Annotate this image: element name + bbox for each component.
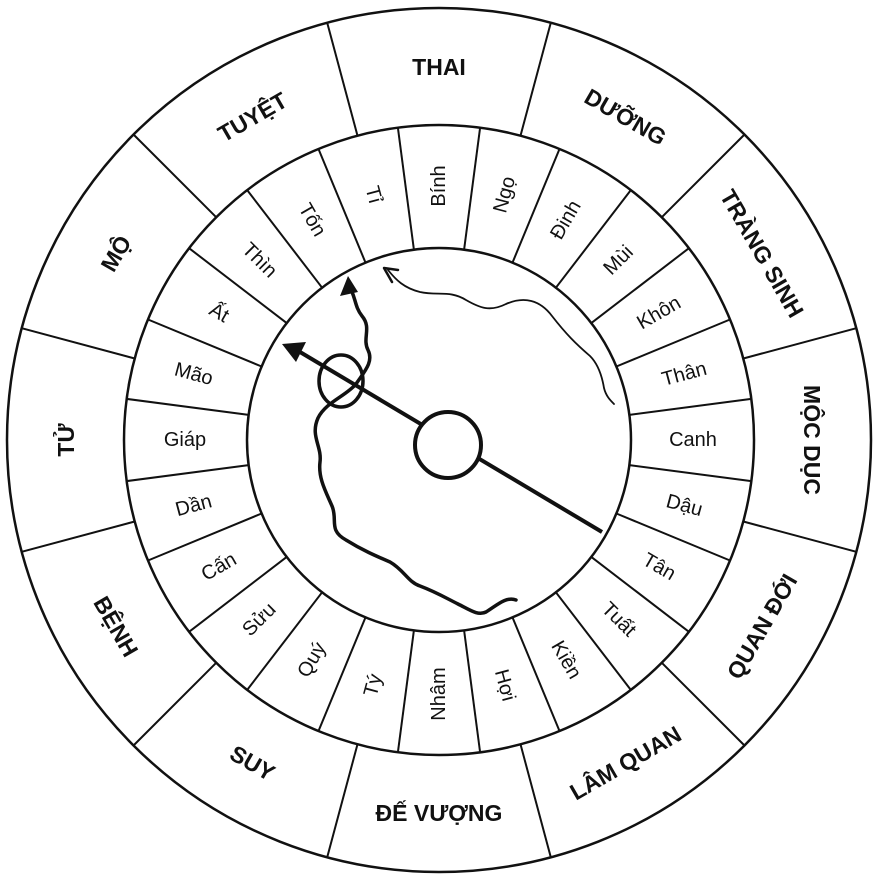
river-arrow-icon xyxy=(340,276,358,296)
center-drawing xyxy=(282,266,615,616)
inner-label-18: Giáp xyxy=(164,429,206,451)
inner-label-13: Tý xyxy=(360,672,387,699)
outer-ring-dividers xyxy=(21,22,857,858)
inner-label-9: Tuất xyxy=(597,598,641,642)
outer-divider-3 xyxy=(743,327,857,360)
inner-divider-11 xyxy=(511,617,561,732)
inner-divider-21 xyxy=(188,247,288,324)
outer-divider-1 xyxy=(519,22,552,136)
inner-divider-20 xyxy=(147,318,262,368)
outer-ring-boundary xyxy=(5,6,873,874)
inner-label-23: Tỉ xyxy=(361,184,387,206)
inner-label-21: Thìn xyxy=(237,238,281,282)
outer-label-0: THAI xyxy=(412,54,466,80)
inner-divider-23 xyxy=(317,148,367,263)
inner-label-8: Tân xyxy=(639,549,680,585)
inner-divider-9 xyxy=(590,556,690,633)
inner-divider-1 xyxy=(463,127,482,250)
outer-divider-5 xyxy=(660,661,746,747)
outer-label-2: TRÀNG SINH xyxy=(715,185,810,322)
inner-divider-5 xyxy=(616,318,731,368)
inner-divider-22 xyxy=(246,189,323,289)
inner-label-3: Mùi xyxy=(599,241,637,279)
inner-divider-7 xyxy=(629,464,752,483)
inner-label-16: Cấn xyxy=(198,548,241,585)
outer-label-11: TUYỆT xyxy=(213,86,292,147)
inner-label-4: Khôn xyxy=(633,292,684,334)
inner-label-11: Hợi xyxy=(490,667,520,704)
inner-divider-13 xyxy=(396,630,415,753)
outer-divider-11 xyxy=(132,133,218,219)
outer-label-6: ĐẾ VƯỢNG xyxy=(376,799,503,826)
inner-label-5: Thân xyxy=(659,358,709,391)
inner-divider-6 xyxy=(629,397,752,416)
center-circle xyxy=(413,410,483,480)
outer-label-9: TỬ xyxy=(51,423,79,457)
inner-label-10: Kiền xyxy=(546,637,585,683)
inner-divider-12 xyxy=(463,630,482,753)
inner-label-0: Bính xyxy=(428,165,450,206)
inner-divider-19 xyxy=(126,397,249,416)
inner-divider-18 xyxy=(126,464,249,483)
inner-label-7: Dậu xyxy=(664,490,705,521)
marker-oval xyxy=(317,353,365,409)
outer-label-7: SUY xyxy=(226,740,280,786)
inner-label-2: Đinh xyxy=(546,197,586,244)
inner-label-1: Ngọ xyxy=(489,174,520,215)
river-path xyxy=(313,282,518,616)
axis-arrow-icon xyxy=(282,342,306,362)
inner-label-15: Sửu xyxy=(238,598,280,640)
inner-divider-14 xyxy=(317,617,367,732)
inner-divider-3 xyxy=(555,189,632,289)
outer-label-1: DƯỠNG xyxy=(580,82,671,150)
outer-inner-boundary xyxy=(122,123,756,757)
inner-divider-2 xyxy=(511,148,561,263)
inner-divider-0 xyxy=(396,127,415,250)
outer-divider-10 xyxy=(21,327,135,360)
inner-divider-8 xyxy=(616,512,731,562)
inner-label-14: Quý xyxy=(293,639,330,682)
inner-divider-4 xyxy=(590,247,690,324)
inner-divider-17 xyxy=(147,512,262,562)
inner-label-12: Nhâm xyxy=(428,667,450,720)
inner-divider-16 xyxy=(188,556,288,633)
outer-label-4: QUAN ĐỚI xyxy=(721,569,803,684)
tributary-arrow-icon xyxy=(382,266,400,284)
inner-divider-10 xyxy=(555,591,632,691)
outer-label-5: LÂM QUAN xyxy=(565,720,686,805)
inner-label-17: Dần xyxy=(173,490,214,521)
outer-divider-4 xyxy=(743,520,857,553)
inner-label-20: Ất xyxy=(205,298,233,328)
inner-label-22: Tốn xyxy=(294,200,330,241)
inner-ring-boundary xyxy=(245,246,633,634)
outer-divider-6 xyxy=(519,744,552,858)
inner-label-19: Mão xyxy=(172,359,215,390)
inner-divider-15 xyxy=(246,591,323,691)
outer-label-8: BỆNH xyxy=(88,591,144,661)
outer-divider-7 xyxy=(326,744,359,858)
inner-label-6: Canh xyxy=(669,429,717,451)
outer-label-3: MỘC DỤC xyxy=(799,385,826,495)
outer-label-10: MỘ xyxy=(95,230,137,276)
outer-divider-2 xyxy=(660,133,746,219)
outer-divider-9 xyxy=(21,520,135,553)
river-tributary xyxy=(387,269,615,405)
outer-divider-8 xyxy=(132,661,218,747)
outer-divider-0 xyxy=(326,22,359,136)
inner-ring-dividers xyxy=(126,127,752,753)
